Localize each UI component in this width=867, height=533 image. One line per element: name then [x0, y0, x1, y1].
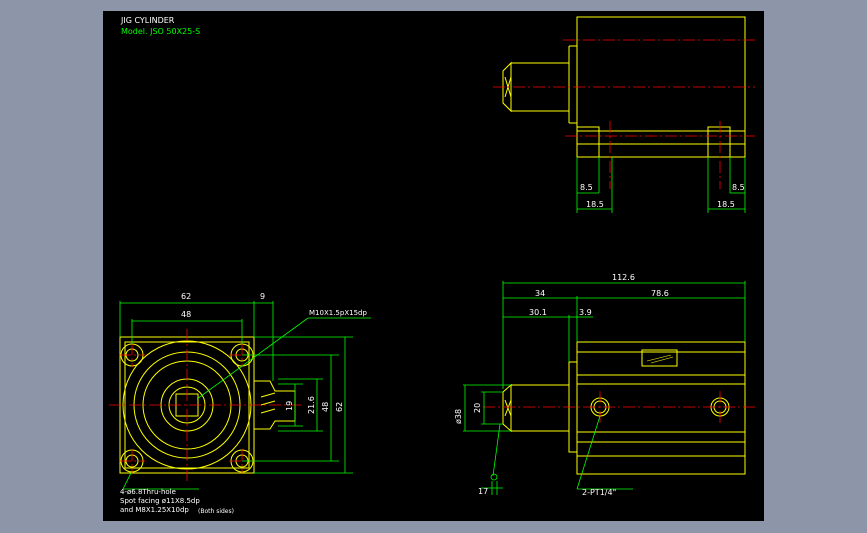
dim-front-9: 9 [260, 292, 265, 301]
side-view-dimensions [576, 157, 746, 213]
dim-main-30-1: 30.1 [529, 308, 547, 317]
main-view [502, 341, 746, 475]
main-view-centerlines [483, 391, 755, 423]
dim-front-19: 19 [285, 401, 294, 411]
dim-side-18-5-left: 18.5 [586, 200, 604, 209]
note-both-sides: (Both sides) [198, 508, 234, 515]
front-view [119, 336, 296, 474]
note-thru-hole: 4-ø6.8Thru-hole [120, 488, 176, 496]
dim-front-62: 62 [181, 292, 191, 301]
note-spot-facing: Spot facing ø11X8.5dp [120, 497, 200, 505]
port-callout: 2-PT1/4" [582, 488, 616, 497]
dim-front-62-vertical: 62 [335, 402, 344, 412]
dim-front-48-vertical: 48 [321, 402, 330, 412]
front-view-dimensions [119, 301, 371, 490]
dim-main-34: 34 [535, 289, 545, 298]
cad-drawing: JIG CYLINDER Model. JSO 50X25-S [109, 16, 755, 515]
dim-rod-diameter: ø38 [454, 409, 463, 424]
main-view-dimensions [463, 281, 746, 495]
note-thread: and M8X1.25X10dp [120, 506, 189, 514]
dim-side-18-5-right: 18.5 [717, 200, 735, 209]
dim-main-78-6: 78.6 [651, 289, 669, 298]
dim-front-21-6: 21.6 [307, 396, 316, 414]
main-view-label-plate [646, 354, 674, 364]
dim-rod-17: 17 [478, 487, 488, 496]
dim-main-3-9: 3.9 [579, 308, 592, 317]
dim-rod-20: 20 [473, 403, 482, 413]
dim-front-48: 48 [181, 310, 191, 319]
cad-viewport[interactable]: JIG CYLINDER Model. JSO 50X25-S [103, 11, 764, 521]
model-label: Model. JSO 50X25-S [121, 27, 200, 36]
drawing-title: JIG CYLINDER [120, 16, 175, 25]
dim-side-8-5-left: 8.5 [580, 183, 593, 192]
thread-callout: M10X1.5pX15dp [309, 309, 367, 317]
front-view-centerlines [109, 329, 303, 481]
side-view-centerlines [493, 39, 755, 189]
dim-side-8-5-right: 8.5 [732, 183, 745, 192]
dim-main-112-6: 112.6 [612, 273, 635, 282]
